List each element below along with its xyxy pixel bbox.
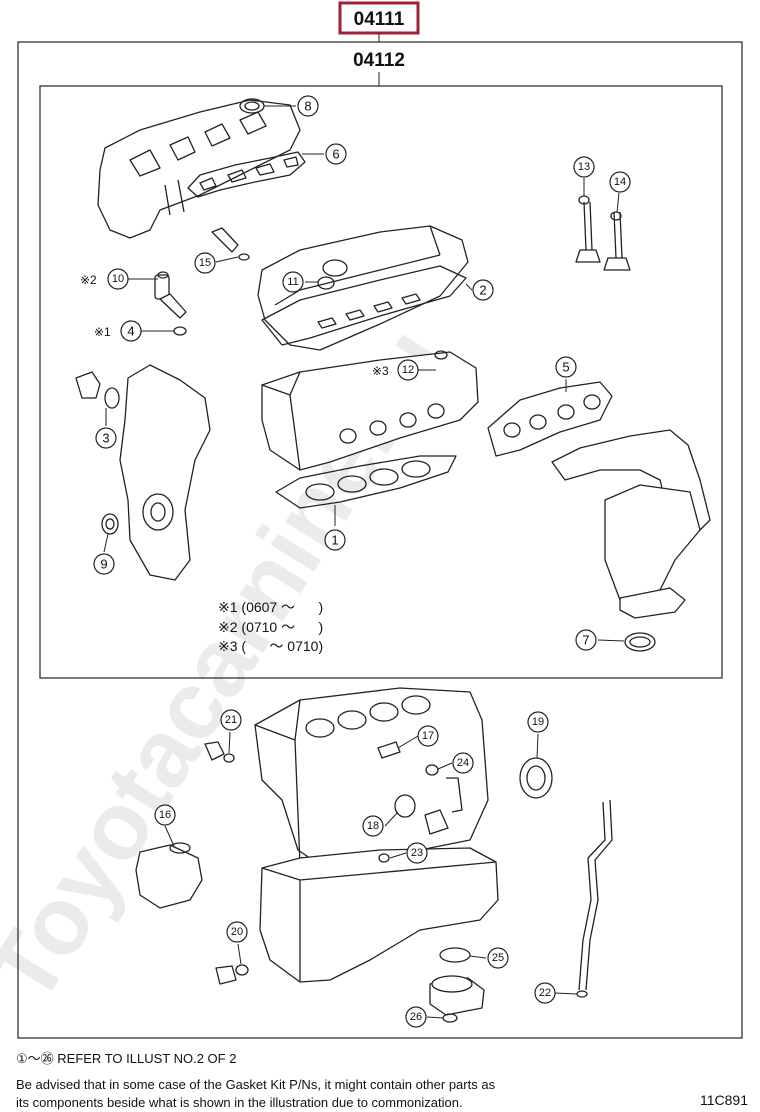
mark-callout-12: ※3 <box>372 364 389 378</box>
callout-11[interactable]: 11 <box>282 271 304 293</box>
cylinder-head-cover <box>257 225 469 351</box>
callout-17[interactable]: 17 <box>417 725 439 747</box>
water-inlet <box>75 371 120 409</box>
svg-text:3: 3 <box>102 431 109 446</box>
crank-seal <box>101 513 119 535</box>
svg-text:17: 17 <box>422 730 434 742</box>
svg-text:22: 22 <box>539 987 551 999</box>
svg-text:2: 2 <box>479 283 486 298</box>
callout-16[interactable]: 16 <box>154 804 176 826</box>
callout-7[interactable]: 7 <box>575 629 597 651</box>
oil-filter-housing <box>429 947 485 1023</box>
advice-line-1: Be advised that in some case of the Gask… <box>16 1077 496 1092</box>
figure-id: 11C891 <box>699 1092 748 1108</box>
head-cover-gasket <box>261 265 467 346</box>
svg-text:1: 1 <box>331 533 338 548</box>
cylinder-head <box>261 350 479 471</box>
svg-text:24: 24 <box>457 757 469 769</box>
svg-text:7: 7 <box>582 633 589 648</box>
svg-text:20: 20 <box>231 926 243 938</box>
mark-callout-10: ※2 <box>80 273 97 287</box>
hose-24 <box>425 764 463 813</box>
callout-8[interactable]: 8 <box>297 95 319 117</box>
rear-oil-seal <box>519 757 553 799</box>
oil-dipstick <box>576 799 613 998</box>
svg-text:10: 10 <box>112 273 124 285</box>
legend-mark-2: ※2 (0710 ～ ) <box>218 619 323 635</box>
callout-24[interactable]: 24 <box>452 752 474 774</box>
head-gasket <box>275 455 457 509</box>
svg-text:11: 11 <box>287 276 298 288</box>
callout-10[interactable]: 10 <box>107 268 129 290</box>
subkit-frame <box>39 85 723 679</box>
exhaust-manifold <box>551 429 711 619</box>
kit-code-box <box>338 1 420 35</box>
leader-lines <box>103 105 625 1019</box>
valves <box>575 195 631 271</box>
svg-text:8: 8 <box>304 99 311 114</box>
intake-gasket <box>187 151 306 198</box>
exhaust-ring <box>624 632 656 652</box>
svg-text:21: 21 <box>225 714 237 726</box>
callout-9[interactable]: 9 <box>93 553 115 575</box>
exhaust-gasket <box>487 381 613 457</box>
callout-5[interactable]: 5 <box>555 356 577 378</box>
cylinder-block <box>254 687 489 866</box>
seal-18 <box>394 794 449 835</box>
svg-text:6: 6 <box>332 147 339 162</box>
mark-callout-4: ※1 <box>94 325 111 339</box>
callout-15[interactable]: 15 <box>194 252 216 274</box>
callout-2[interactable]: 2 <box>472 279 494 301</box>
callout-22[interactable]: 22 <box>534 982 556 1004</box>
drain-plug-20 <box>215 964 249 985</box>
outer-frame <box>17 41 743 1039</box>
callout-3[interactable]: 3 <box>95 427 117 449</box>
callout-23[interactable]: 23 <box>406 842 428 864</box>
callout-25[interactable]: 25 <box>487 947 509 969</box>
svg-text:19: 19 <box>532 716 544 728</box>
callout-4[interactable]: 4 <box>120 320 142 342</box>
svg-text:13: 13 <box>578 161 590 173</box>
subkit-code[interactable]: 04112 <box>353 50 405 71</box>
bracket <box>135 842 203 909</box>
timing-cover <box>119 364 211 581</box>
svg-text:4: 4 <box>127 324 134 339</box>
svg-text:26: 26 <box>410 1011 422 1023</box>
intake-manifold <box>97 99 301 239</box>
refer-note: ①～㉖ REFER TO ILLUST NO.2 OF 2 <box>16 1051 237 1066</box>
o-ring-23 <box>378 853 390 863</box>
callout-21[interactable]: 21 <box>220 709 242 731</box>
svg-text:14: 14 <box>614 176 626 188</box>
svg-text:12: 12 <box>402 364 414 376</box>
gasket-17 <box>377 741 401 759</box>
svg-text:5: 5 <box>562 360 569 375</box>
svg-text:15: 15 <box>199 257 211 269</box>
callout-18[interactable]: 18 <box>362 815 384 837</box>
svg-text:25: 25 <box>492 952 504 964</box>
fuel-injector <box>154 271 187 336</box>
callout-13[interactable]: 13 <box>573 156 595 178</box>
callout-12[interactable]: 12 <box>397 359 419 381</box>
legend-mark-1: ※1 (0607 ～ ) <box>218 599 323 615</box>
legend-mark-3: ※3 ( ～ 0710) <box>218 638 323 654</box>
svg-text:18: 18 <box>367 820 379 832</box>
callout-6[interactable]: 6 <box>325 143 347 165</box>
svg-text:9: 9 <box>100 557 107 572</box>
oil-pan <box>259 847 499 983</box>
callout-26[interactable]: 26 <box>405 1006 427 1028</box>
callout-19[interactable]: 19 <box>527 711 549 733</box>
pcv-valve <box>211 227 250 261</box>
drain-plug-21 <box>204 741 235 763</box>
svg-text:23: 23 <box>411 847 423 859</box>
kit-code[interactable]: 04111 <box>354 9 405 30</box>
advice-line-2: its components beside what is shown in t… <box>16 1095 463 1110</box>
callout-20[interactable]: 20 <box>226 921 248 943</box>
svg-text:16: 16 <box>159 809 171 821</box>
callout-14[interactable]: 14 <box>609 171 631 193</box>
callout-1[interactable]: 1 <box>324 529 346 551</box>
